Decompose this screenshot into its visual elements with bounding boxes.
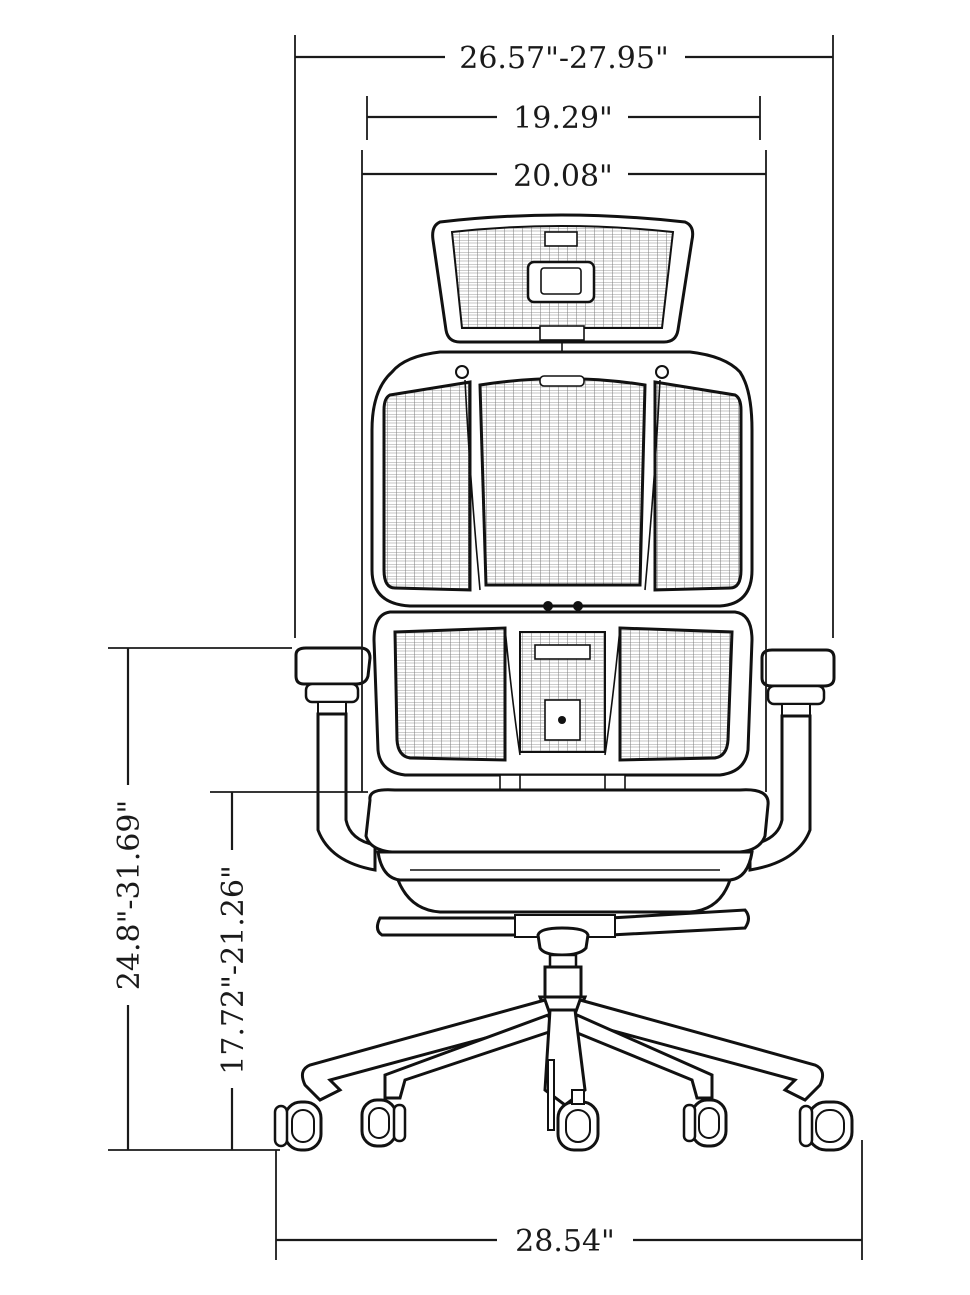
- chair-illustration: [273, 213, 854, 1152]
- seat: [364, 788, 770, 914]
- backrest-inner-width-label: 19.29": [513, 101, 613, 136]
- overall-width-label: 26.57"-27.95": [459, 41, 669, 76]
- base-width-dimension: 28.54": [275, 1140, 863, 1260]
- caster-right: [682, 1098, 728, 1148]
- gas-cylinder: [536, 926, 590, 999]
- seat-height-label: 17.72"-21.26": [216, 865, 251, 1075]
- base-width-label: 28.54": [515, 1224, 615, 1259]
- seat-height-dimension: 17.72"-21.26": [210, 791, 368, 1150]
- overall-width-dimension: 26.57"-27.95": [294, 35, 834, 638]
- right-armrest: [748, 648, 836, 872]
- caster-left: [360, 1098, 407, 1148]
- backrest-outer-width-dimension: 20.08": [361, 150, 767, 792]
- upper-backrest: [370, 350, 754, 611]
- headrest: [431, 213, 695, 358]
- lower-backrest: [372, 610, 754, 777]
- left-armrest: [294, 646, 377, 872]
- five-star-base: [300, 995, 825, 1131]
- caster-far-left: [273, 1100, 323, 1152]
- caster-far-right: [798, 1100, 854, 1152]
- caster-center: [556, 1089, 600, 1152]
- armrest-height-label: 24.8"-31.69": [112, 800, 147, 990]
- backrest-inner-width-dimension: 19.29": [366, 96, 761, 140]
- backrest-outer-width-label: 20.08": [513, 159, 613, 194]
- armrest-height-dimension: 24.8"-31.69": [108, 647, 292, 1151]
